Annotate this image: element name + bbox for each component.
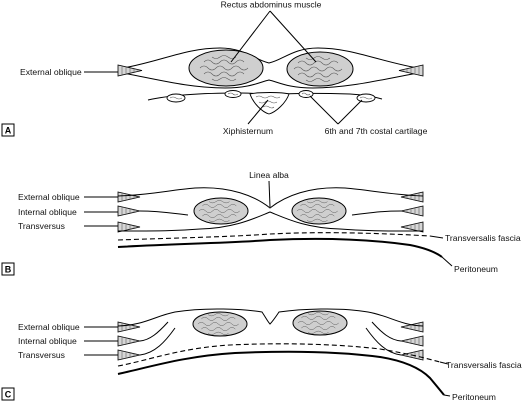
panel-a-xiphisternum-leader bbox=[247, 99, 269, 125]
panel-c-label-transversus: Transversus bbox=[18, 350, 65, 360]
panel-c-rectus-left bbox=[192, 311, 248, 337]
panel-a-posterior-sheath bbox=[117, 71, 424, 89]
panel-a-rectus-leader-left bbox=[230, 10, 271, 63]
panel-c-transversalis-fascia bbox=[117, 343, 441, 367]
panel-b-rectus-right bbox=[291, 197, 347, 225]
panel-c-label-peritoneum: Peritoneum bbox=[452, 392, 496, 402]
panel-b-transversalis-fascia bbox=[117, 232, 431, 241]
panel-a-label-external-oblique: External oblique bbox=[20, 67, 82, 77]
panel-a-label-xiphisternum: Xiphisternum bbox=[223, 126, 273, 136]
panel-b-posterior-sheath bbox=[117, 211, 424, 232]
panel-c-anterior-sheath bbox=[117, 308, 424, 327]
panel-a-anterior-sheath bbox=[117, 47, 424, 70]
panel-a-label-costal: 6th and 7th costal cartilage bbox=[325, 126, 428, 136]
panel-c-label-transversalis-fascia: Transversalis fascia bbox=[446, 360, 522, 370]
panel-a-xiphisternum bbox=[249, 92, 290, 115]
panel-b-peritoneum bbox=[117, 237, 443, 258]
panel-c-peritoneum bbox=[117, 350, 445, 396]
panel-c-label-external-oblique: External oblique bbox=[18, 322, 80, 332]
panel-c-fascia-leader bbox=[439, 361, 449, 365]
panel-b-label-transversus: Transversus bbox=[18, 221, 65, 231]
panel-b-fascia-leader bbox=[429, 235, 444, 239]
panel-b-box bbox=[1, 262, 15, 276]
panel-b-label-external-oblique: External oblique bbox=[18, 192, 80, 202]
panel-a-box bbox=[1, 123, 15, 137]
panel-c-transversus-line-right bbox=[365, 327, 402, 356]
panel-c-peritoneum-leader bbox=[443, 394, 451, 397]
panel-b-peritoneum-leader bbox=[441, 256, 453, 267]
panel-b-label-internal-oblique: Internal oblique bbox=[18, 207, 77, 217]
panel-a: A Ex bbox=[1, 0, 428, 137]
panel-c-internal-oblique-line-right bbox=[371, 321, 402, 342]
panel-c-internal-oblique-line-left bbox=[139, 321, 169, 342]
panel-b-linea-alba-leader bbox=[268, 180, 271, 208]
panel-c-label-internal-oblique: Internal oblique bbox=[18, 336, 77, 346]
panel-b-label-transversalis-fascia: Transversalis fascia bbox=[445, 233, 521, 243]
panel-b-internal-oblique-line bbox=[139, 210, 402, 216]
panel-a-costal-leader-2 bbox=[337, 99, 363, 125]
panel-b-rectus-left bbox=[193, 197, 249, 225]
panel-b-label-peritoneum: Peritoneum bbox=[454, 264, 498, 274]
panel-c-transversus-line-left bbox=[139, 327, 176, 356]
panel-b-anterior-sheath bbox=[117, 187, 424, 209]
panel-c: C Ext bbox=[1, 308, 522, 402]
panel-a-label-rectus: Rectus abdominus muscle bbox=[221, 0, 322, 10]
panel-a-rectus-left bbox=[188, 49, 264, 87]
panel-c-rectus-right bbox=[292, 310, 348, 336]
panel-b-label-linea-alba: Linea alba bbox=[249, 170, 289, 180]
panel-a-rectus-right bbox=[286, 51, 354, 87]
panel-c-letter: C bbox=[5, 390, 12, 400]
panel-b-letter: B bbox=[5, 265, 12, 275]
panel-a-costal-leader-1 bbox=[309, 95, 339, 125]
panel-a-letter: A bbox=[5, 126, 12, 136]
panel-a-rectus-leader-right bbox=[269, 10, 317, 63]
panel-c-box bbox=[1, 387, 15, 401]
panel-b: B Ext bbox=[1, 170, 521, 276]
